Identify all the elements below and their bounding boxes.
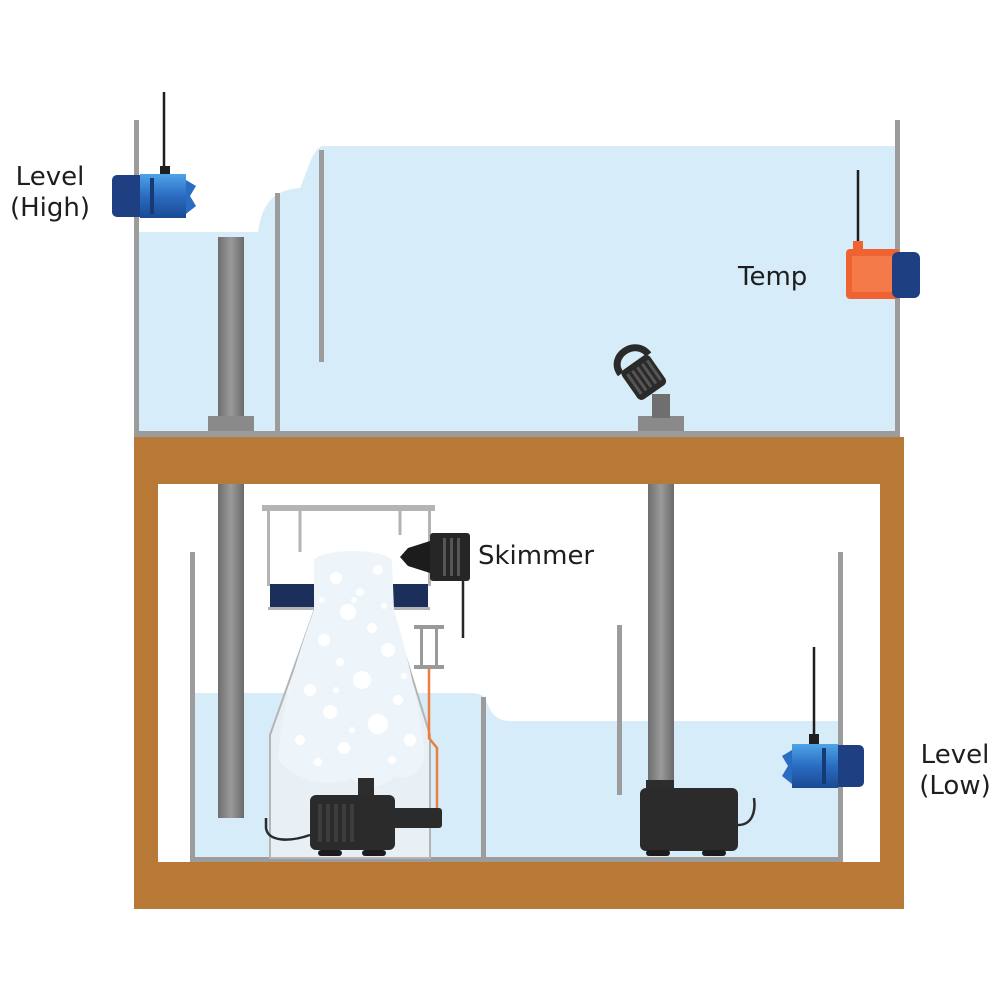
skimmer-lid bbox=[262, 505, 435, 511]
skimmer-foam bbox=[278, 551, 425, 787]
drain-pipe-lower bbox=[218, 484, 244, 818]
temp-label-text: Temp bbox=[738, 262, 808, 292]
level-high-label-line1: Level bbox=[15, 162, 85, 192]
skimmer-label-text: Skimmer bbox=[478, 541, 595, 571]
overflow-outer-baffle bbox=[319, 150, 324, 362]
level-low-label-line1: Level bbox=[920, 740, 990, 770]
skimmer-bubbles bbox=[295, 565, 416, 766]
temperature-sensor-icon bbox=[846, 170, 920, 299]
temp-label: Temp bbox=[738, 262, 807, 293]
display-tank-bottom bbox=[134, 431, 900, 437]
sump-left-wall bbox=[190, 552, 195, 862]
skimmer-collection-left bbox=[270, 584, 316, 609]
skimmer-controller-icon bbox=[400, 533, 470, 638]
skimmer-air-intake bbox=[414, 625, 444, 810]
protein-skimmer bbox=[262, 505, 470, 859]
level-low-label: Level (Low) bbox=[910, 740, 1000, 802]
skimmer-cup-left-wall bbox=[267, 511, 270, 586]
skimmer-collection-right bbox=[388, 584, 428, 609]
display-tank-left-wall bbox=[134, 120, 139, 436]
skimmer-air-line bbox=[427, 669, 439, 810]
return-pump-icon bbox=[640, 780, 756, 856]
level-low-label-line2: (Low) bbox=[919, 771, 991, 801]
sump-baffle-1 bbox=[481, 697, 486, 857]
skimmer-pump-icon bbox=[264, 778, 442, 856]
drain-pipe-upper bbox=[218, 237, 244, 420]
level-low-sensor-icon bbox=[782, 647, 864, 788]
skimmer-label: Skimmer bbox=[478, 541, 594, 572]
level-high-label-line2: (High) bbox=[9, 193, 91, 223]
return-pipe bbox=[648, 484, 674, 785]
level-high-label: Level (High) bbox=[4, 162, 96, 224]
sump-bottom bbox=[190, 857, 843, 862]
display-tank-water bbox=[138, 146, 897, 433]
sump-baffle-2 bbox=[617, 625, 622, 795]
sump-right-wall bbox=[838, 552, 843, 862]
return-bulkhead bbox=[638, 416, 684, 431]
overflow-inner-baffle bbox=[275, 193, 280, 433]
level-high-sensor-icon bbox=[112, 92, 196, 218]
drain-bulkhead bbox=[208, 416, 254, 431]
return-nozzle-icon bbox=[613, 344, 670, 418]
